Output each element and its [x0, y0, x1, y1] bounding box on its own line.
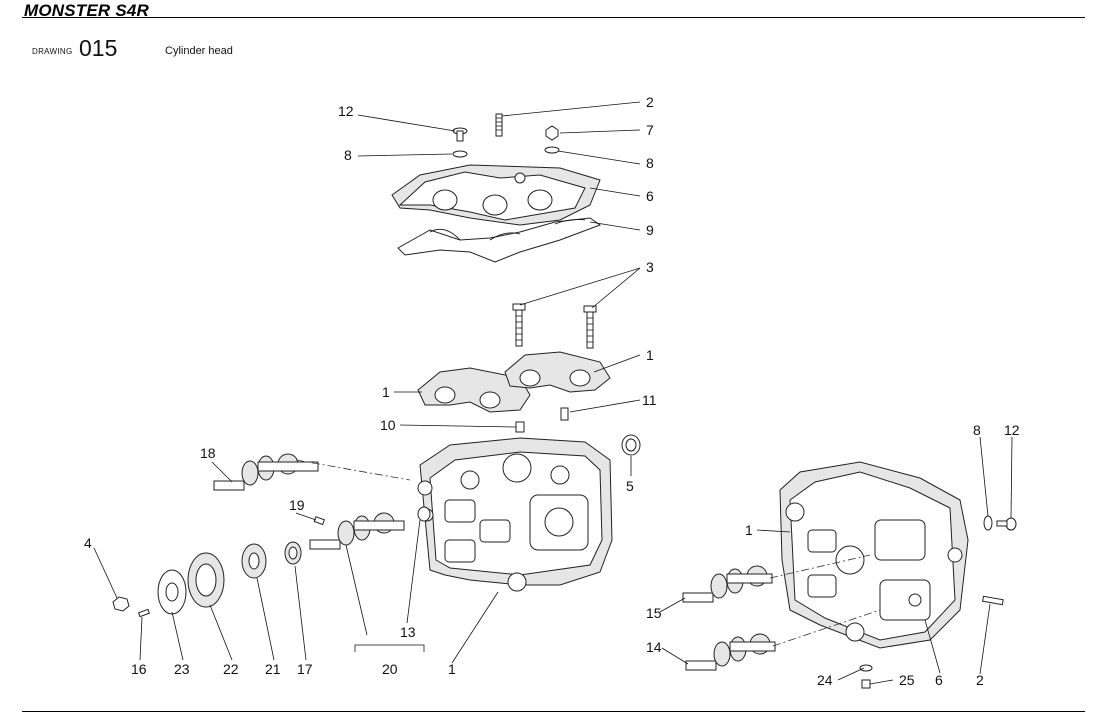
cover-screw-part [452, 127, 468, 158]
model-title: MONSTER S4R [24, 1, 149, 20]
callout-16: 16 [131, 661, 147, 677]
callout-6: 6 [935, 672, 943, 688]
callout-11: 11 [642, 392, 657, 408]
callout-1: 1 [448, 661, 456, 677]
spacer-part-21 [241, 543, 267, 579]
callout-17: 17 [297, 661, 313, 677]
cam-cap-right-part [504, 351, 611, 393]
nut-part [544, 125, 560, 154]
callout-20: 20 [382, 661, 398, 677]
stud-part-2 [982, 595, 1004, 606]
stud-part [495, 113, 503, 137]
seal-part-17 [284, 541, 302, 565]
callout-1: 1 [745, 522, 753, 538]
callout-15: 15 [646, 605, 662, 621]
hub-part-23 [157, 569, 187, 615]
callout-8: 8 [973, 422, 981, 438]
leader-lines [93, 101, 1013, 685]
camshaft-18-part [213, 453, 411, 491]
dowel-part-10 [515, 421, 525, 433]
gasket-part [397, 217, 602, 263]
camshaft-15-part [682, 554, 871, 603]
header-rule [22, 17, 1085, 18]
callout-25: 25 [899, 672, 915, 688]
seal-part [621, 434, 641, 456]
callout-8: 8 [646, 155, 654, 171]
drawing-label: DRAWING [32, 47, 73, 56]
callout-9: 9 [646, 222, 654, 238]
washer-part-8 [983, 515, 993, 531]
cylinder-head-part [417, 437, 613, 592]
drawing-number: 015 [79, 35, 118, 61]
callout-24: 24 [817, 672, 833, 688]
callout-18: 18 [200, 445, 216, 461]
callout-7: 7 [646, 122, 654, 138]
assembled-head-part [779, 461, 969, 649]
callout-4: 4 [84, 535, 92, 551]
callout-12: 12 [338, 103, 354, 119]
screw-part-12 [996, 517, 1017, 531]
callout-2: 2 [646, 94, 654, 110]
callout-10: 10 [380, 417, 396, 433]
callout-6: 6 [646, 188, 654, 204]
callout-19: 19 [289, 497, 305, 513]
callout-21: 21 [265, 661, 281, 677]
screw-part-16 [137, 608, 151, 618]
cap-screw-part [512, 303, 597, 349]
callout-2: 2 [976, 672, 984, 688]
callout-23: 23 [174, 661, 190, 677]
callout-12: 12 [1004, 422, 1020, 438]
callout-1: 1 [646, 347, 654, 363]
washer-part-24 [859, 664, 873, 672]
callout-14: 14 [646, 639, 662, 655]
camshaft-14-part [685, 609, 881, 671]
callout-8: 8 [344, 147, 352, 163]
callout-3: 3 [646, 259, 654, 275]
pulley-part-22 [187, 552, 225, 608]
callout-5: 5 [626, 478, 634, 494]
nut-part-4 [112, 596, 130, 612]
footer-rule [22, 711, 1085, 712]
callout-1: 1 [382, 384, 390, 400]
screw-part-25 [861, 679, 871, 689]
key-part [313, 516, 326, 526]
drawing-title: Cylinder head [165, 45, 233, 57]
valve-cover-part [391, 164, 601, 226]
cam-cap-left-part [417, 367, 531, 413]
camshaft-13-part [309, 506, 431, 550]
dowel-part-11 [560, 407, 569, 421]
callout-22: 22 [223, 661, 239, 677]
callout-labels: 12 8 2 7 8 6 9 3 1 1 11 10 18 5 19 4 13 … [84, 94, 1020, 688]
callout-13: 13 [400, 624, 416, 640]
